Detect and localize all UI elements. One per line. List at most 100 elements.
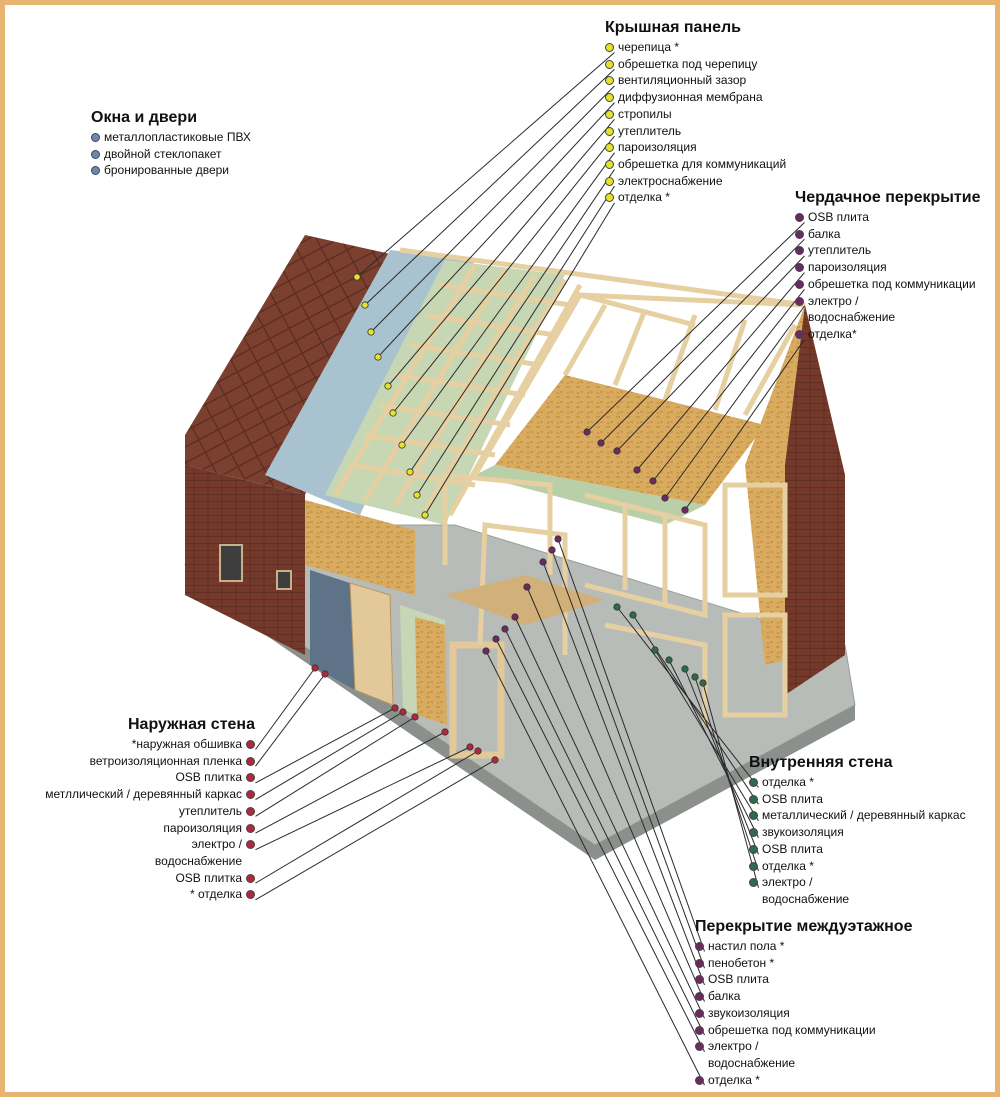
interfloor-legend: Перекрытие междуэтажное настил пола *пен… bbox=[695, 917, 912, 1088]
inner-bullet-icon bbox=[749, 794, 758, 804]
roof-callout-point bbox=[353, 273, 361, 281]
outer-item: утеплитель bbox=[65, 803, 255, 820]
front-wall-osb-lower bbox=[415, 617, 447, 725]
roof-callout-point bbox=[384, 382, 392, 390]
outer-leader-line bbox=[255, 746, 471, 851]
roof-callout-point bbox=[421, 511, 429, 519]
roof-item-label: электроснабжение bbox=[618, 173, 723, 188]
inner-callout-point bbox=[665, 656, 673, 664]
attic-callout-point bbox=[649, 477, 657, 485]
windows-item: бронированные двери bbox=[91, 162, 251, 179]
attic-item-label: утеплитель bbox=[808, 243, 872, 258]
floor-item-label: OSB плита bbox=[708, 972, 769, 987]
attic-floor-title: Чердачное перекрытие bbox=[795, 189, 981, 206]
inner-item: металлический / деревянный каркас bbox=[749, 807, 966, 824]
windows-bullet-icon bbox=[91, 166, 100, 176]
outer-item: электро /водоснабжение bbox=[65, 836, 255, 869]
outer-item-label: пароизоляция bbox=[163, 820, 242, 835]
attic-leader-line bbox=[652, 289, 805, 482]
roof-bullet-icon bbox=[605, 109, 614, 119]
floor-bullet-icon bbox=[695, 992, 704, 1002]
outer-callout-point bbox=[391, 704, 399, 712]
left-window-small bbox=[276, 570, 292, 590]
foundation-edge bbox=[185, 565, 855, 860]
roof-leader-line bbox=[401, 152, 615, 446]
outer-callout-point bbox=[321, 670, 329, 678]
roof-leader-line bbox=[356, 52, 615, 278]
attic-bullet-icon bbox=[795, 246, 804, 256]
house-illustration bbox=[184, 52, 856, 1086]
roof-leader-line bbox=[364, 68, 615, 306]
outer-leader-line bbox=[255, 707, 396, 784]
roof-item: черепица * bbox=[605, 39, 786, 56]
inner-leader-line bbox=[694, 676, 759, 872]
floor-bullet-icon bbox=[695, 1008, 704, 1018]
roof-item: обрешетка для коммуникаций bbox=[605, 156, 786, 173]
inner-item: OSB плита bbox=[749, 791, 966, 808]
front-wall-blue bbox=[310, 570, 355, 690]
inner-item-label: отделка * bbox=[762, 775, 814, 789]
floor-leader-line bbox=[495, 638, 705, 1052]
roof-bullet-icon bbox=[605, 93, 614, 103]
attic-item-label: балка bbox=[808, 226, 841, 241]
outer-callout-point bbox=[399, 708, 407, 716]
outer-leader-line bbox=[255, 759, 496, 901]
attic-leader-line bbox=[636, 272, 805, 471]
attic-trusses bbox=[472, 292, 806, 477]
attic-item: обрешетка под коммуникации bbox=[795, 276, 981, 293]
roof-item-label: пароизоляция bbox=[618, 140, 697, 155]
floor-bullet-icon bbox=[695, 975, 704, 985]
attic-callout-point bbox=[597, 439, 605, 447]
roof-rafters bbox=[332, 247, 806, 517]
inner-bullet-icon bbox=[749, 811, 758, 821]
outer-item-label: OSB плитка bbox=[175, 870, 242, 885]
outer-item-label: * отделка bbox=[190, 887, 242, 902]
outer-bullet-icon bbox=[246, 840, 255, 850]
roof-callout-point bbox=[413, 491, 421, 499]
outer-callout-point bbox=[491, 756, 499, 764]
outer-callout-point bbox=[441, 728, 449, 736]
right-brick-wall bbox=[785, 305, 845, 695]
roof-panel-legend: Крышная панель черепица *обрешетка под ч… bbox=[605, 18, 786, 206]
outer-bullet-icon bbox=[246, 873, 255, 883]
floor-item: настил пола * bbox=[695, 938, 912, 955]
outer-leader-line bbox=[255, 667, 316, 750]
inner-callout-point bbox=[629, 611, 637, 619]
front-window-frame bbox=[449, 641, 505, 759]
attic-item: электро /водоснабжение bbox=[795, 293, 981, 326]
outer-item-label: утеплитель bbox=[178, 803, 242, 818]
floor-bullet-icon bbox=[695, 1075, 704, 1085]
floor-callout-point bbox=[523, 583, 531, 591]
outer-item: метллический / деревянный каркас bbox=[45, 786, 255, 803]
front-door bbox=[349, 582, 394, 706]
floor-item-label: отделка * bbox=[708, 1072, 760, 1087]
roof-item-label: стропилы bbox=[618, 106, 672, 121]
floor-bullet-icon bbox=[695, 1025, 704, 1035]
outer-leader-line bbox=[255, 711, 404, 801]
attic-item: пароизоляция bbox=[795, 259, 981, 276]
attic-item: отделка* bbox=[795, 326, 981, 343]
attic-floor bbox=[495, 375, 765, 505]
roof-leader-line bbox=[370, 85, 615, 333]
outer-bullet-icon bbox=[246, 790, 255, 800]
leader-lines bbox=[255, 52, 805, 1086]
inner-callout-point bbox=[681, 665, 689, 673]
floor-item: электро /водоснабжение bbox=[695, 1038, 912, 1071]
outer-bullet-icon bbox=[246, 756, 255, 766]
roof-bullet-icon bbox=[605, 43, 614, 52]
floor-item: звукоизоляция bbox=[695, 1005, 912, 1022]
attic-item-label: пароизоляция bbox=[808, 260, 887, 275]
roof-leader-line bbox=[424, 202, 615, 516]
roof-item: утеплитель bbox=[605, 123, 786, 140]
inner-bullet-icon bbox=[749, 828, 758, 838]
roof-bullet-icon bbox=[605, 193, 614, 203]
attic-item-label: отделка* bbox=[808, 326, 857, 341]
windows-doors-title: Окна и двери bbox=[91, 109, 198, 126]
outer-item: *наружная обшивка bbox=[65, 736, 255, 753]
floor-callout-point bbox=[548, 546, 556, 554]
